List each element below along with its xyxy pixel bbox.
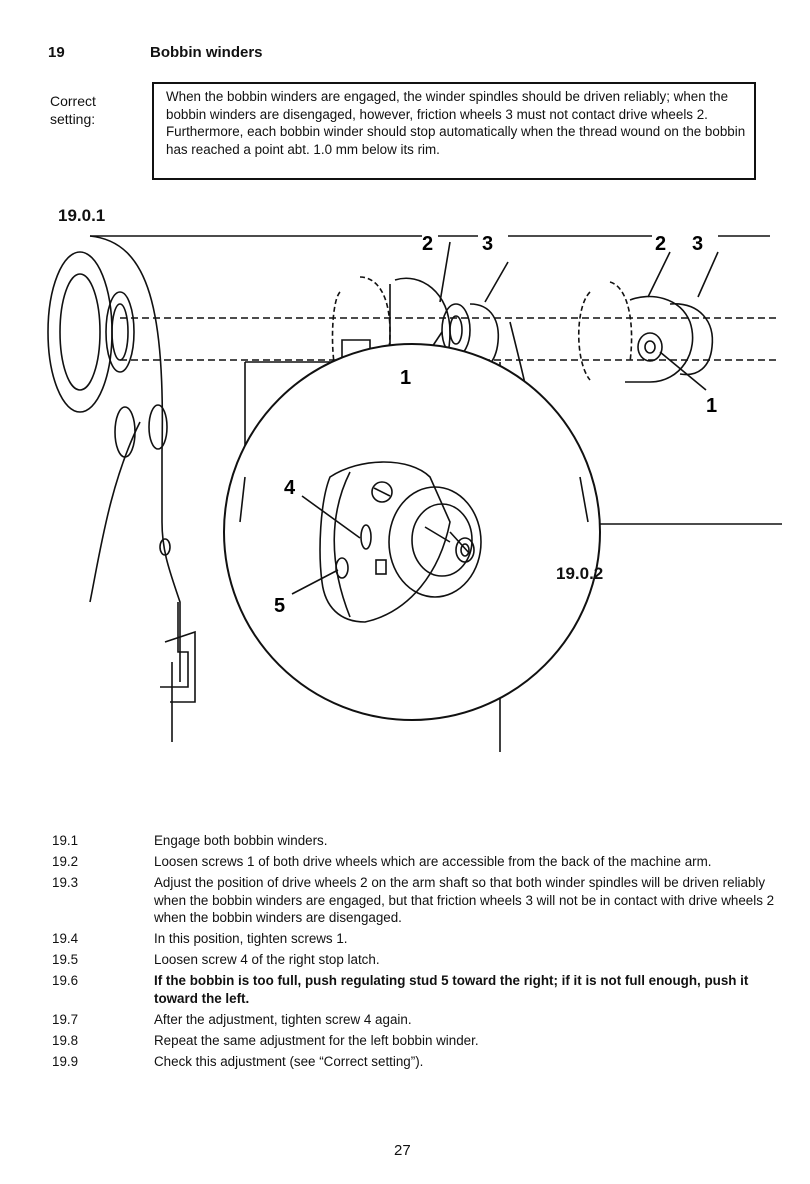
bobbin-winder-illustration: 2 3 2 3 1 1 4 5 [47,233,782,752]
step-row: 19.8 Repeat the same adjustment for the … [52,1032,782,1050]
screw-4-head [371,481,393,503]
correct-setting-box: When the bobbin winders are engaged, the… [152,82,756,180]
stop-latch [319,461,451,623]
callout-1-right: 1 [706,395,717,417]
step-text: Check this adjustment (see “Correct sett… [154,1053,424,1069]
correct-setting-label: Correct setting: [50,92,140,128]
step-number: 19.9 [52,1053,79,1069]
step-text: Repeat the same adjustment for the left … [154,1032,479,1048]
step-number: 19.8 [52,1032,79,1048]
step-row: 19.9 Check this adjustment (see “Correct… [52,1053,782,1071]
step-row: 19.3 Adjust the position of drive wheels… [52,874,782,927]
callout-1-left: 1 [400,367,411,389]
bracket [160,602,196,742]
step-row: 19.7 After the adjustment, tighten screw… [52,1011,782,1029]
step-number: 19.1 [52,833,79,848]
step-number: 19.4 [52,931,79,946]
step-row: 19.6 If the bobbin is too full, push reg… [52,972,782,1007]
step-row: 19.4 In this position, tighten screws 1. [52,930,782,948]
callout-5: 5 [274,595,285,617]
step-number: 19.7 [52,1011,79,1027]
adjustment-steps: 19.1 Engage both bobbin winders. 19.2 Lo… [52,832,782,1074]
machine-arm-outline [89,235,181,682]
section-number: 19 [48,44,65,61]
step-text: If the bobbin is too full, push regulati… [154,973,749,1006]
regulating-stud-5 [335,557,349,579]
step-text: Loosen screws 1 of both drive wheels whi… [154,854,712,869]
step-number: 19.5 [52,952,79,967]
callout-3-left: 3 [482,233,493,255]
right-winder-assembly [577,281,633,381]
step-text: Engage both bobbin winders. [154,833,328,848]
correct-setting-paragraph-1: When the bobbin winders are engaged, the… [166,89,729,122]
step-text: After the adjustment, tighten screw 4 ag… [154,1011,412,1027]
figure-label-detail: 19.0.2 [556,564,604,583]
step-number: 19.3 [52,875,79,890]
step-text: Loosen screw 4 of the right stop latch. [154,952,380,967]
callout-3-right: 3 [692,233,703,255]
right-friction-wheel [637,332,663,362]
callout-2-right: 2 [655,233,666,255]
callout-4: 4 [284,477,296,499]
step-row: 19.5 Loosen screw 4 of the right stop la… [52,951,782,969]
step-row: 19.2 Loosen screws 1 of both drive wheel… [52,853,782,871]
section-title: Bobbin winders [150,44,263,61]
page-number: 27 [394,1142,411,1159]
step-number: 19.6 [52,973,79,988]
step-number: 19.2 [52,854,79,869]
step-row: 19.1 Engage both bobbin winders. [52,832,782,850]
figure-label-main: 19.0.1 [58,206,106,225]
correct-setting-label-line2: setting: [50,111,96,127]
handwheel [47,251,113,413]
callout-2-left: 2 [422,233,433,255]
step-text: In this position, tighten screws 1. [154,931,348,946]
correct-setting-label-line1: Correct [50,93,96,109]
winder-spindle [388,486,482,598]
correct-setting-paragraph-2: Furthermore, each bobbin winder should s… [166,124,746,157]
step-text: Adjust the position of drive wheels 2 on… [154,875,775,925]
